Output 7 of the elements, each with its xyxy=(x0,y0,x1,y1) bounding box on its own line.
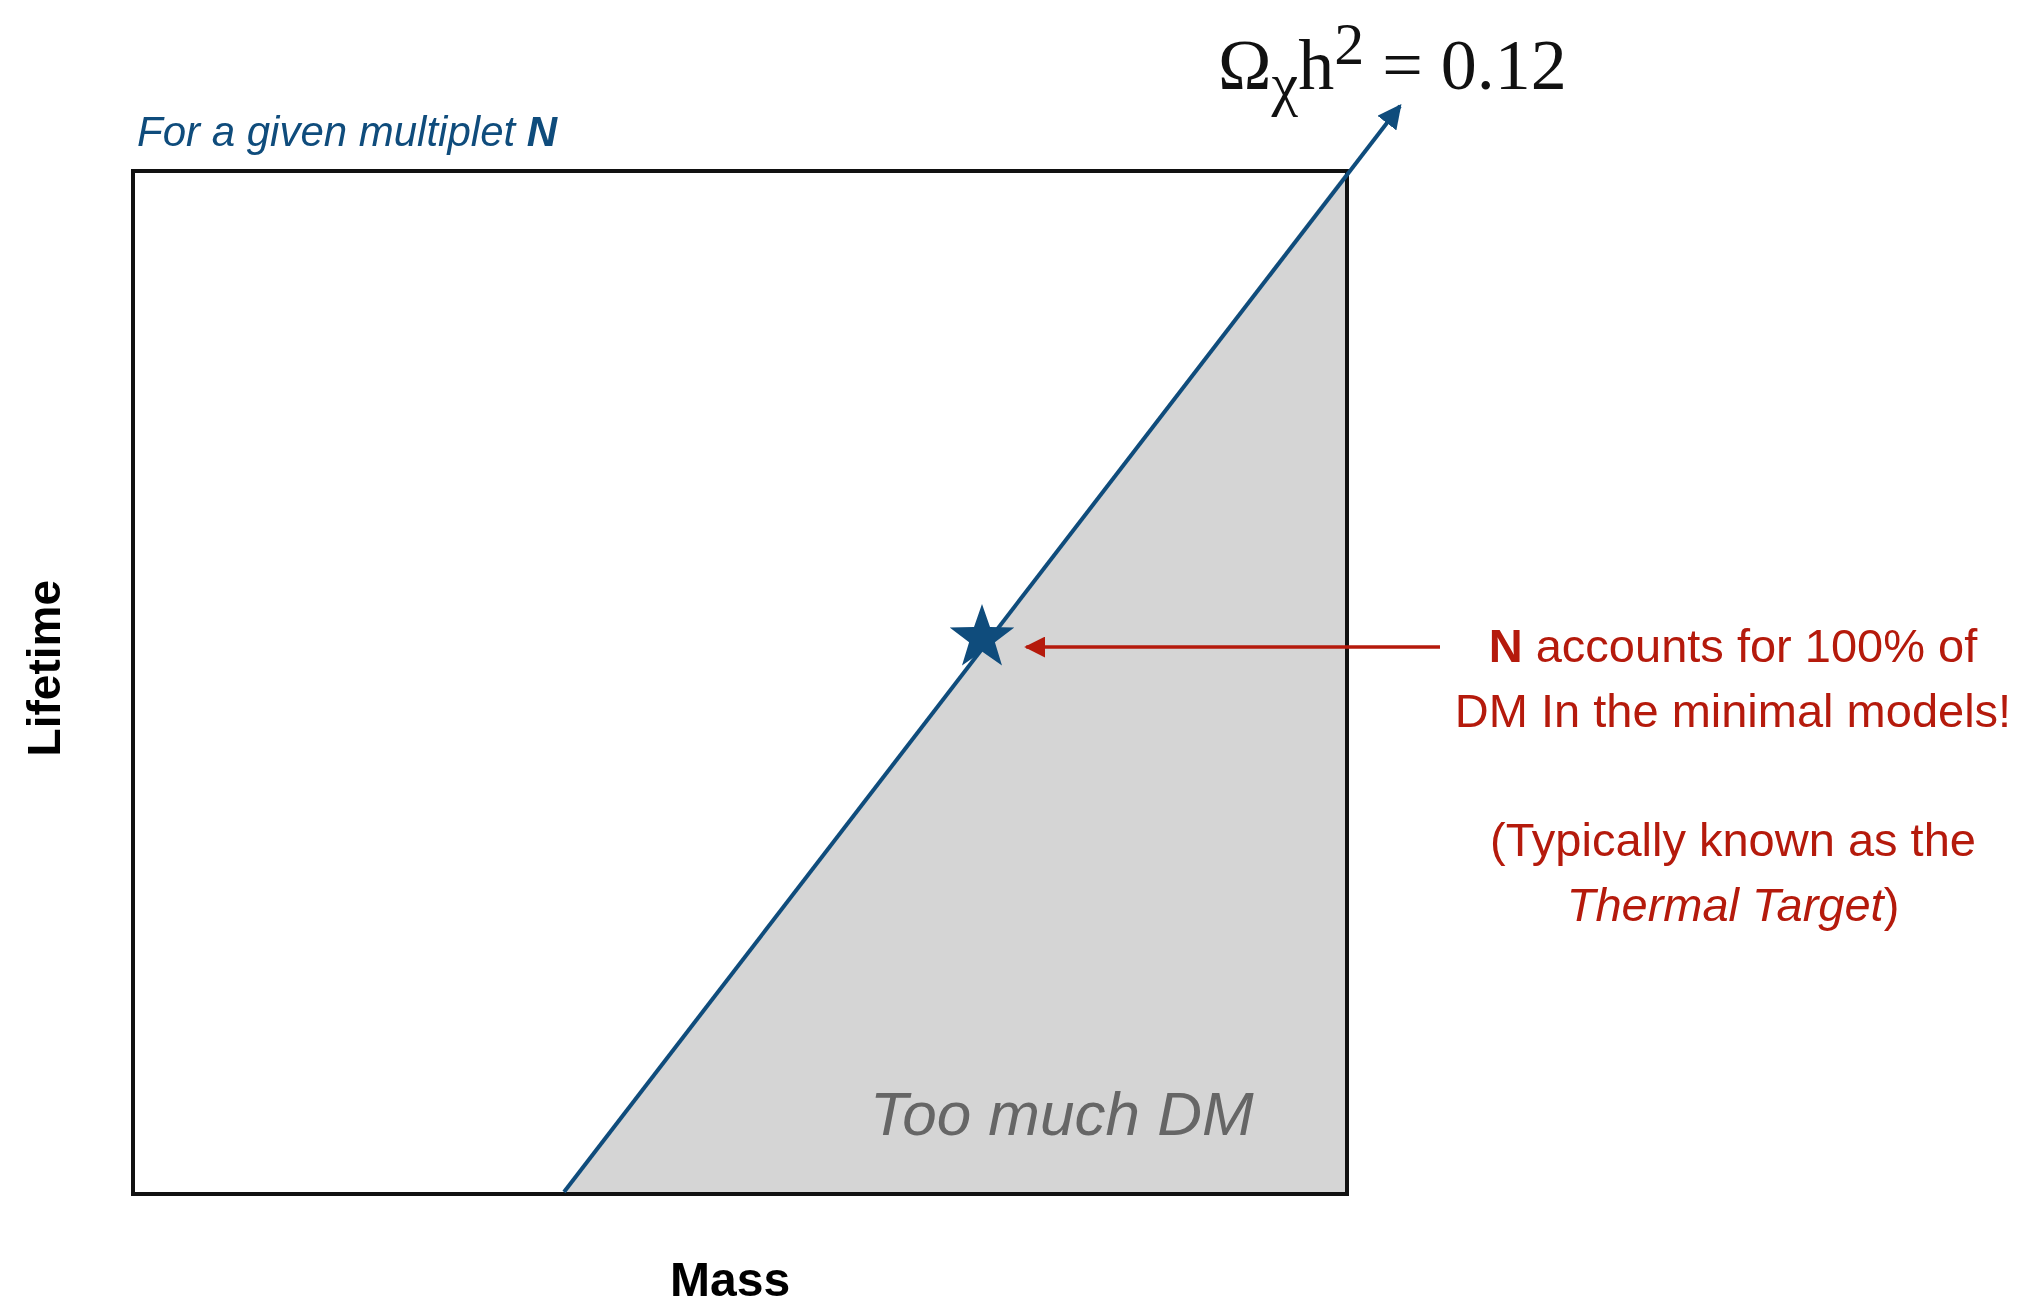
formula-label: Ω$_{χ}$h$^{2}$ = 0.12 xyxy=(1218,10,1567,120)
panel-heading: For a given multiplet N xyxy=(137,108,558,157)
region-label: Too much DM xyxy=(870,1078,1254,1150)
annotation-text: N accounts for 100% of DM In the minimal models! (Typically known as the Thermal Target) xyxy=(1448,614,2018,938)
axis-label: Mass xyxy=(670,1252,791,1306)
axis-label: Lifetime xyxy=(18,580,71,757)
arrow xyxy=(1024,636,1440,658)
